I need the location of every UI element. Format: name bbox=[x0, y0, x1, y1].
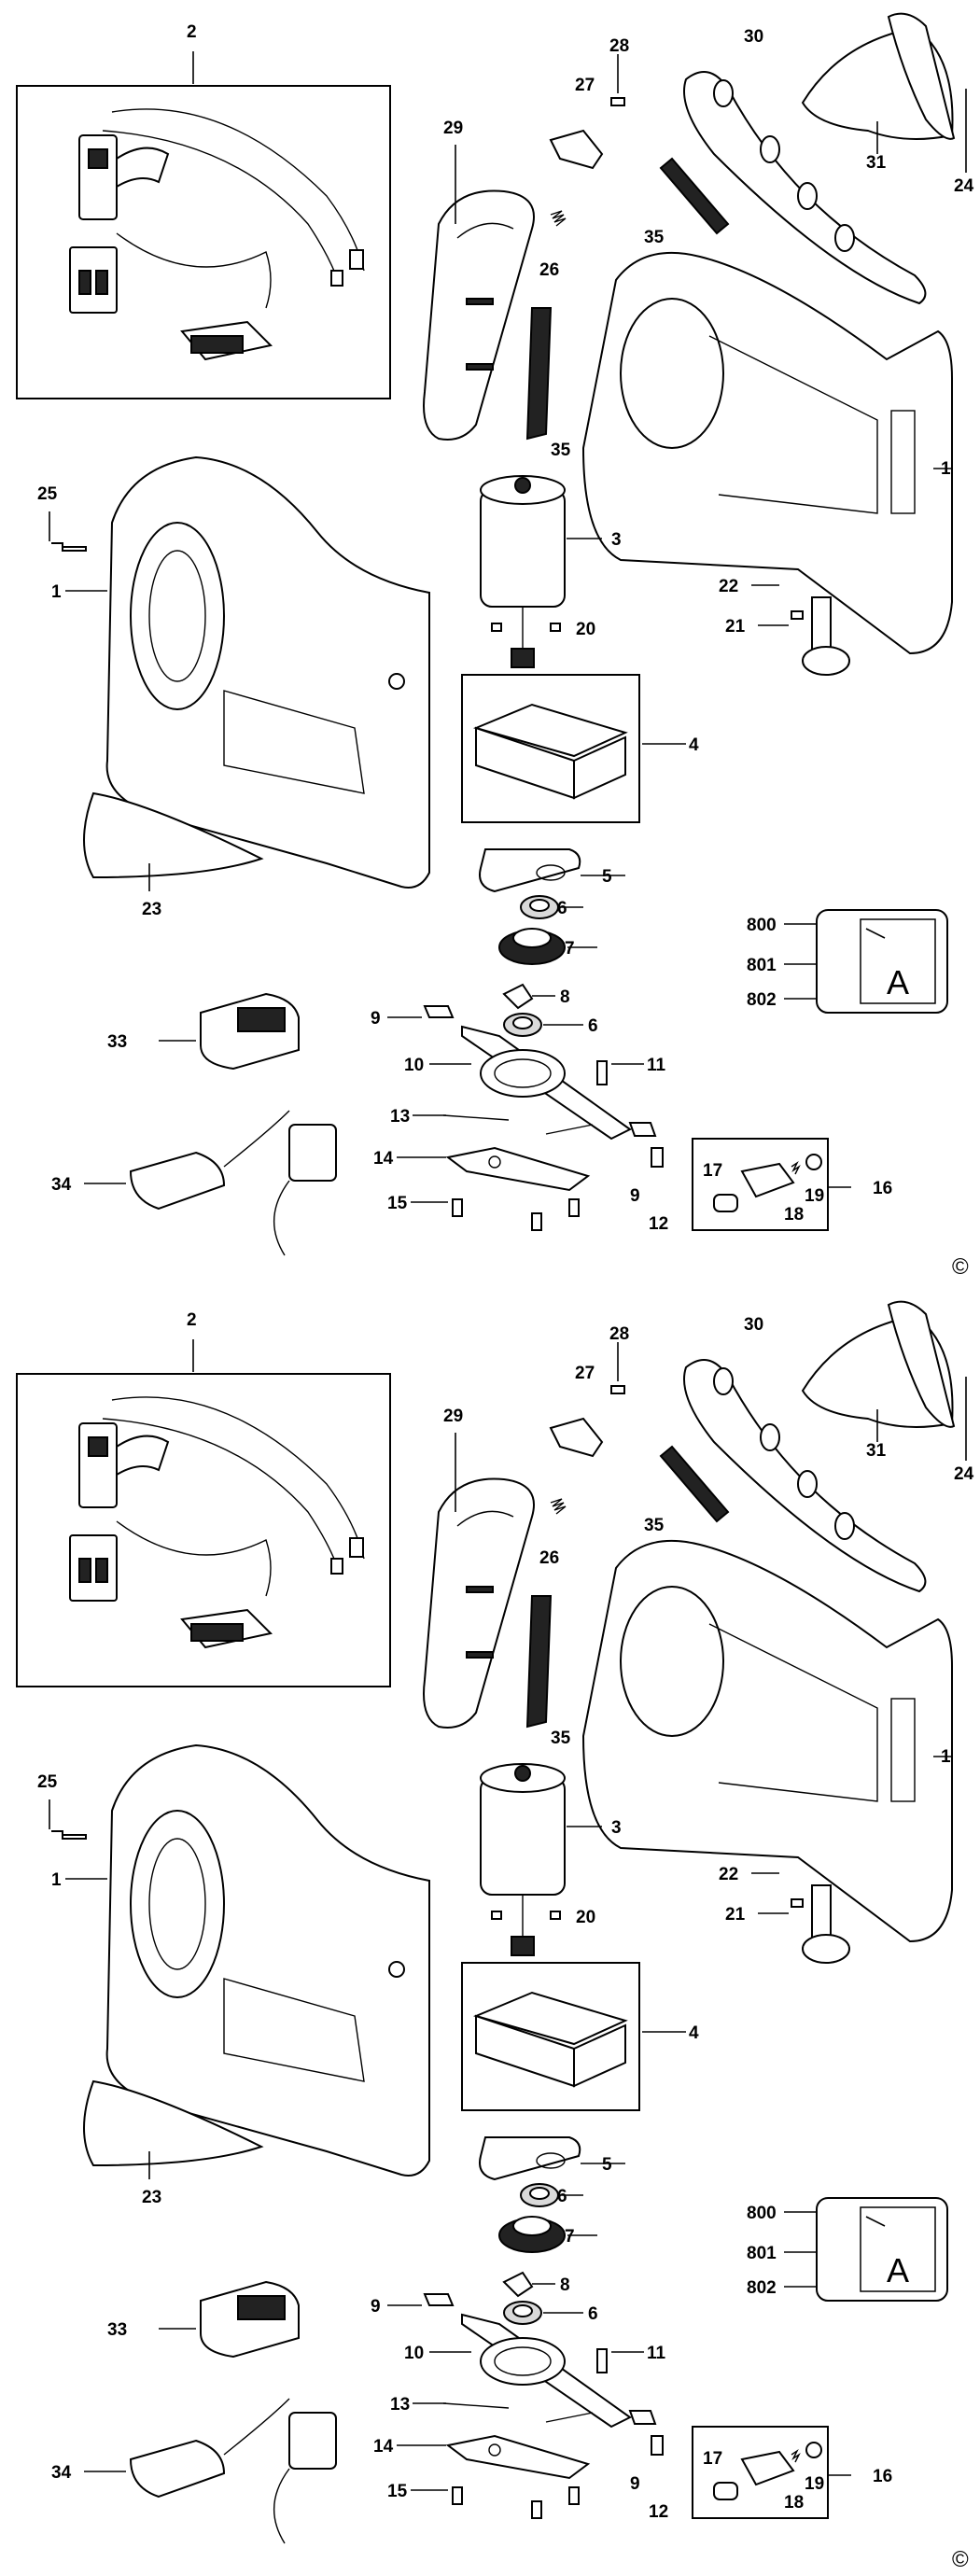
label-14: 14 bbox=[373, 2437, 394, 2457]
label-30: 30 bbox=[744, 1315, 763, 1335]
label-29: 29 bbox=[443, 119, 463, 138]
label-9: 9 bbox=[371, 1009, 381, 1029]
label-31: 31 bbox=[866, 153, 887, 173]
label-28: 28 bbox=[609, 1324, 629, 1344]
label-35b: 35 bbox=[551, 1729, 571, 1748]
label-19: 19 bbox=[805, 1186, 824, 1206]
label-13: 13 bbox=[390, 1107, 410, 1127]
label-27: 27 bbox=[575, 76, 595, 95]
label-31: 31 bbox=[866, 1441, 887, 1461]
label-29: 29 bbox=[443, 1407, 463, 1426]
label-13: 13 bbox=[390, 2395, 410, 2415]
label-1-right: 1 bbox=[941, 1747, 951, 1767]
panel-1: 2 28 27 30 31 24 29 35 26 35 1 25 1 3 22… bbox=[16, 12, 974, 1280]
label-7: 7 bbox=[565, 2227, 575, 2247]
label-801: 801 bbox=[747, 2244, 777, 2263]
label-22: 22 bbox=[719, 577, 738, 596]
label-2: 2 bbox=[187, 22, 197, 42]
label-34: 34 bbox=[51, 1175, 72, 1195]
label-10: 10 bbox=[404, 1056, 424, 1075]
label-5: 5 bbox=[602, 867, 612, 887]
label-800: 800 bbox=[747, 916, 777, 935]
label-1-left: 1 bbox=[51, 582, 62, 602]
label-14: 14 bbox=[373, 1149, 394, 1169]
label-801: 801 bbox=[747, 956, 777, 975]
label-24: 24 bbox=[954, 176, 974, 196]
label-9: 9 bbox=[371, 2297, 381, 2317]
part-number-labels: 2 28 27 30 31 24 29 35 26 35 1 25 1 3 22… bbox=[37, 22, 974, 1234]
label-11: 11 bbox=[647, 1056, 666, 1075]
part-number-labels: 2 28 27 30 31 24 29 35 26 35 1 25 1 3 22… bbox=[37, 1310, 974, 2522]
label-1-left: 1 bbox=[51, 1870, 62, 1890]
label-20: 20 bbox=[576, 620, 595, 639]
label-5: 5 bbox=[602, 2155, 612, 2175]
label-35: 35 bbox=[644, 1516, 665, 1535]
label-4: 4 bbox=[689, 2023, 699, 2043]
label-7: 7 bbox=[565, 939, 575, 959]
label-802: 802 bbox=[747, 2278, 777, 2298]
label-10: 10 bbox=[404, 2344, 424, 2363]
label-800: 800 bbox=[747, 2204, 777, 2223]
label-3: 3 bbox=[611, 1818, 622, 1838]
label-4: 4 bbox=[689, 735, 699, 755]
label-17: 17 bbox=[703, 2449, 722, 2469]
label-21: 21 bbox=[725, 617, 746, 637]
label-20: 20 bbox=[576, 1908, 595, 1927]
label-6b: 6 bbox=[588, 2304, 598, 2324]
label-35: 35 bbox=[644, 228, 665, 247]
label-11: 11 bbox=[647, 2344, 666, 2363]
label-27: 27 bbox=[575, 1364, 595, 1383]
label-15: 15 bbox=[387, 1194, 408, 1213]
label-8: 8 bbox=[560, 987, 570, 1007]
label-34: 34 bbox=[51, 2463, 72, 2483]
label-letter-a: A bbox=[887, 963, 909, 1001]
label-2: 2 bbox=[187, 1310, 197, 1330]
label-23: 23 bbox=[142, 2188, 161, 2207]
label-35b: 35 bbox=[551, 441, 571, 460]
label-802: 802 bbox=[747, 990, 777, 1010]
label-16: 16 bbox=[873, 2467, 892, 2486]
label-16: 16 bbox=[873, 1179, 892, 1198]
label-9b: 9 bbox=[630, 1186, 640, 1206]
label-18: 18 bbox=[784, 2493, 804, 2513]
label-18: 18 bbox=[784, 1205, 804, 1225]
label-26: 26 bbox=[539, 1548, 559, 1568]
label-30: 30 bbox=[744, 27, 763, 47]
label-19: 19 bbox=[805, 2474, 824, 2494]
label-17: 17 bbox=[703, 1161, 722, 1181]
label-25: 25 bbox=[37, 484, 58, 504]
label-26: 26 bbox=[539, 260, 559, 280]
label-23: 23 bbox=[142, 900, 161, 919]
label-24: 24 bbox=[954, 1464, 974, 1484]
label-12: 12 bbox=[649, 1214, 668, 1234]
label-15: 15 bbox=[387, 2482, 408, 2501]
copyright-mark: © bbox=[952, 2547, 969, 2572]
label-letter-a: A bbox=[887, 2251, 909, 2289]
panel-2: 2 28 27 30 31 24 29 35 26 35 1 25 1 3 22… bbox=[16, 1300, 974, 2572]
label-3: 3 bbox=[611, 530, 622, 550]
label-6: 6 bbox=[557, 899, 567, 918]
label-33: 33 bbox=[107, 2320, 127, 2340]
label-9b: 9 bbox=[630, 2474, 640, 2494]
label-28: 28 bbox=[609, 36, 629, 56]
label-6b: 6 bbox=[588, 1016, 598, 1036]
label-21: 21 bbox=[725, 1905, 746, 1925]
label-12: 12 bbox=[649, 2502, 668, 2522]
label-6: 6 bbox=[557, 2187, 567, 2206]
label-33: 33 bbox=[107, 1032, 127, 1052]
label-25: 25 bbox=[37, 1772, 58, 1792]
label-8: 8 bbox=[560, 2275, 570, 2295]
copyright-mark: © bbox=[952, 1254, 969, 1280]
label-1-right: 1 bbox=[941, 459, 951, 479]
label-22: 22 bbox=[719, 1865, 738, 1884]
